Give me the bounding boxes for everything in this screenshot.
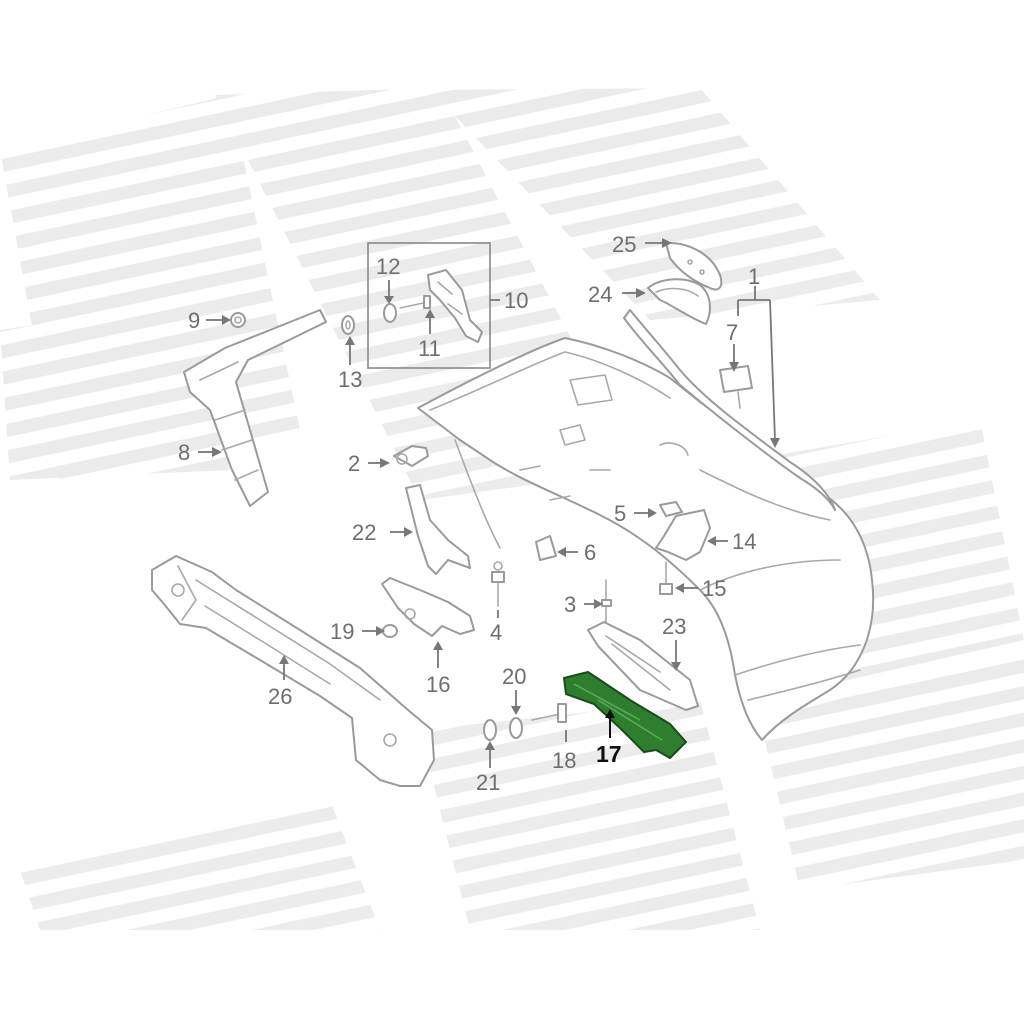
callout-12: 12: [376, 254, 400, 279]
part-19-washer: [382, 624, 398, 638]
callout-3: 3: [564, 592, 576, 617]
part-25-cover: [665, 241, 723, 291]
callout-8: 8: [178, 440, 190, 465]
callout-13: 13: [338, 367, 362, 392]
part-24-bracket: [647, 278, 711, 325]
part-5-clip: [659, 501, 683, 517]
callout-15: 15: [702, 576, 726, 601]
callout-20: 20: [502, 664, 526, 689]
part-13-washer: [341, 315, 355, 335]
callout-6: 6: [584, 540, 596, 565]
part-18-bolt: [531, 703, 567, 723]
part-26-beam: [151, 555, 435, 787]
callout-5: 5: [614, 501, 626, 526]
part-11-screw: [399, 295, 431, 309]
part-20-washer: [509, 717, 523, 739]
callout-25: 25: [612, 232, 636, 257]
part-10-bracket: [427, 269, 483, 343]
watermark-logo: [0, 88, 1024, 930]
part-17-highlighted: [563, 671, 687, 759]
part-14-mount: [655, 509, 711, 561]
leader-lines: [198, 238, 780, 768]
part-bumper-cover: [417, 337, 875, 741]
callout-4: 4: [490, 620, 502, 645]
part-3-pin: [601, 579, 612, 627]
callout-10: 10: [504, 288, 528, 313]
callout-26: 26: [268, 684, 292, 709]
part-4-bolt: [491, 561, 505, 607]
callout-14: 14: [732, 529, 756, 554]
part-trim-strip: [623, 309, 836, 511]
part-6-clip: [535, 535, 557, 561]
callout-21: 21: [476, 770, 500, 795]
callout-24: 24: [588, 282, 612, 307]
part-16-bracket: [381, 577, 475, 637]
callout-16: 16: [426, 672, 450, 697]
callout-19: 19: [330, 619, 354, 644]
callout-17: 17: [596, 741, 622, 767]
part-9-nut: [230, 312, 246, 328]
group-box-10: [367, 242, 491, 369]
part-7-clip: [719, 365, 753, 409]
callout-7: 7: [726, 320, 738, 345]
callout-18: 18: [552, 748, 576, 773]
callout-9: 9: [188, 308, 200, 333]
part-12-washer: [383, 303, 397, 323]
callout-22: 22: [352, 520, 376, 545]
part-15-bolt: [659, 561, 673, 595]
part-22-bracket: [405, 484, 471, 575]
callout-2: 2: [348, 451, 360, 476]
part-21-washer: [483, 719, 497, 741]
callout-11: 11: [418, 336, 441, 361]
part-23-support: [587, 621, 699, 711]
callout-1: 1: [748, 264, 760, 289]
callout-labels: 1 2 3 4 5 6 7 8 9 10 11 12 13 14 15 16 1…: [178, 232, 760, 795]
callout-23: 23: [662, 614, 686, 639]
part-8-bracket: [183, 309, 327, 507]
part-2-pin: [393, 445, 429, 467]
